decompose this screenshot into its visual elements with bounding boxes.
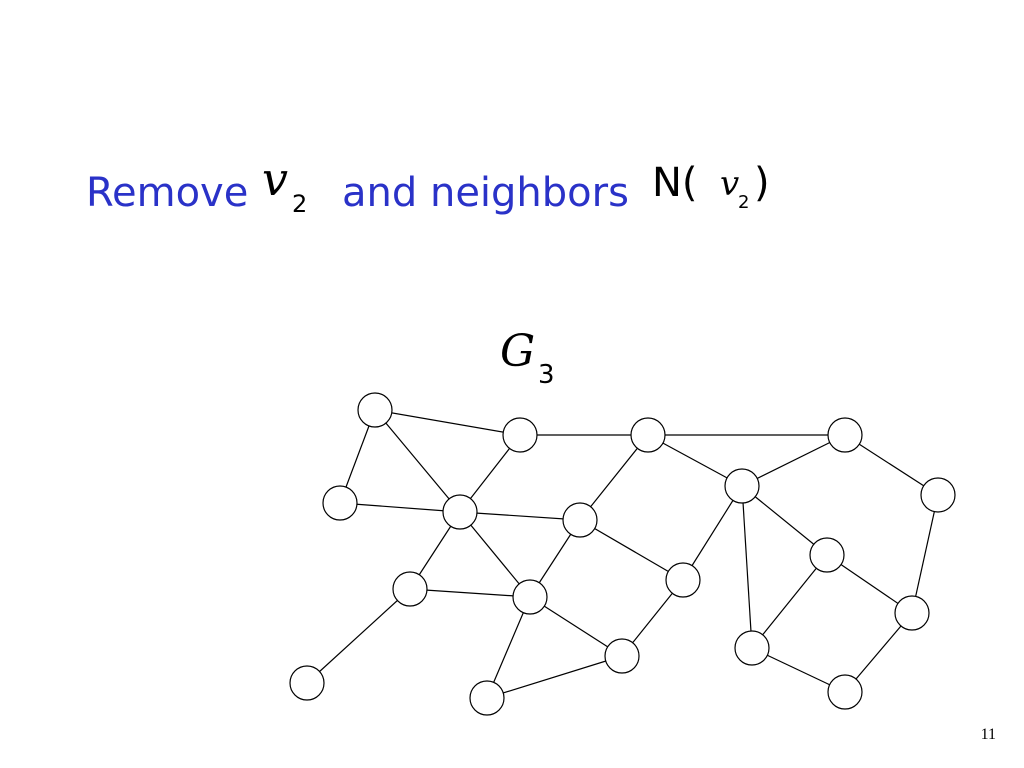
graph-node (809, 537, 845, 573)
graph-node (289, 665, 325, 701)
graph-node (442, 494, 478, 530)
graph-edge (911, 494, 939, 614)
graph-edge (459, 511, 581, 521)
graph-node (894, 595, 930, 631)
graph-node (920, 477, 956, 513)
graph-node (665, 562, 701, 598)
graph-node (630, 417, 666, 453)
graph-node (827, 417, 863, 453)
graph-edge (374, 409, 521, 436)
graph-edge (486, 596, 531, 699)
title-var-v: v (262, 152, 288, 206)
graph-label-letter: G (500, 326, 536, 377)
graph-edge (647, 434, 743, 487)
title-var-subscript: 2 (292, 190, 308, 218)
graph-node (604, 638, 640, 674)
slide-title: Remove v 2 and neighbors N( v 2 ) (86, 152, 846, 228)
graph-edge (741, 434, 846, 487)
graph-node (392, 571, 428, 607)
graph-edge (579, 434, 649, 521)
graph-node (562, 502, 598, 538)
title-remove-text: Remove (86, 170, 249, 216)
title-close-paren: ) (754, 160, 770, 206)
title-func-n: N( (652, 160, 698, 206)
graph-edge (579, 519, 684, 581)
graph-node (512, 579, 548, 615)
graph-node (724, 468, 760, 504)
graph-edge (529, 596, 623, 657)
graph-edge (306, 588, 411, 684)
graph-edge (741, 485, 828, 556)
graph-node (502, 417, 538, 453)
title-inner-v: v (720, 164, 740, 204)
graph-node (357, 392, 393, 428)
page-number: 11 (980, 726, 996, 743)
graph-edge (459, 511, 531, 598)
graph-node (322, 485, 358, 521)
title-and-neighbors-text: and neighbors (342, 170, 629, 216)
graph-edge (486, 655, 623, 699)
graph-edge (741, 485, 753, 649)
graph-edge (409, 588, 531, 598)
graph-edge (682, 485, 743, 581)
graph-nodes (289, 392, 956, 716)
graph-edge (374, 409, 461, 513)
graph-edge (751, 554, 828, 649)
graph-node (469, 680, 505, 716)
graph-label-subscript: 3 (538, 360, 555, 390)
graph-node (827, 674, 863, 710)
graph-edge (339, 502, 461, 513)
graph-edge (844, 434, 939, 496)
graph-node (734, 630, 770, 666)
title-inner-subscript: 2 (738, 192, 750, 213)
